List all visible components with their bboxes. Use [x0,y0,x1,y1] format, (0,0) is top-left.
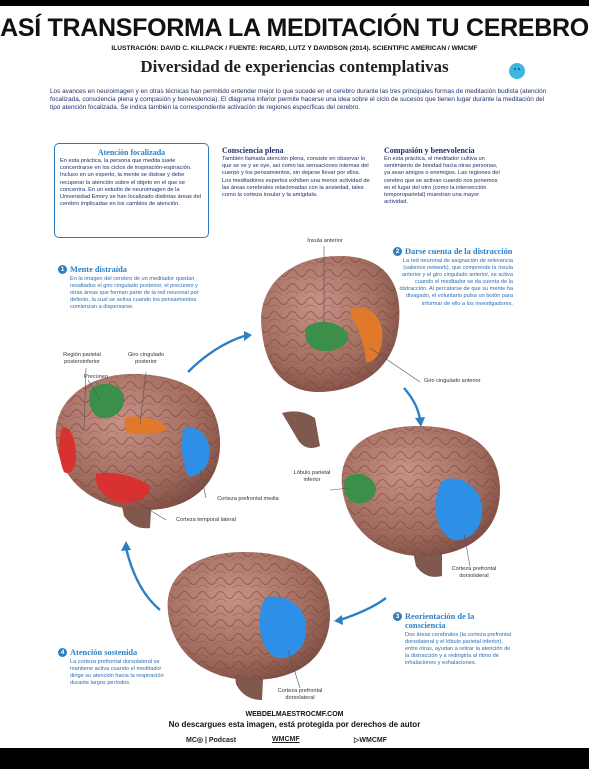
intro-text: Los avances en neuroimagen y en otras té… [50,88,547,112]
column-mindfulness: Consciencia plena También llamada atenci… [222,146,370,199]
step-title: Mente distraída [70,265,127,274]
column-title: Consciencia plena [222,146,284,155]
leader-lines [83,246,471,689]
brain-step-3 [341,426,500,577]
column-text: También llamada atención plena, consiste… [222,156,370,199]
label-parietal-region: Región parietal posteroinferior [63,352,101,365]
brain-step-1 [55,373,221,529]
active-region-parietal [59,427,76,474]
label-precuneus: Precúneo [84,374,108,380]
active-region-insula [305,321,349,352]
label-inferior-parietal: Lóbulo parietal inferior [293,470,331,483]
step-number-badge: 1 [58,265,67,274]
step-number-badge: 4 [58,648,67,657]
label-dorsolateral-step4: Corteza prefrontal dorsolateral [277,688,323,701]
label-anterior-insula: Ínsula anterior [307,238,343,244]
logo-mc-podcast: MC◎ | Podcast [186,737,237,744]
brain-step-4 [167,552,330,700]
label-dorsolateral-step3: Corteza prefrontal dorsolateral [451,566,497,579]
active-region-inferior-parietal [344,473,376,504]
website-label: WEBDELMAESTROCMF.COM [245,711,344,718]
step-title: Atención sostenida [70,648,138,657]
step-text: Dos áreas cerebrales (la corteza prefron… [405,632,512,667]
label-posterior-cingulate: Giro cingulado posterior [127,352,165,365]
step-number-badge: 2 [393,247,402,256]
step-title: Darse cuenta de la distracción [405,247,513,256]
arrow-1-to-2 [187,334,245,373]
column-title: Atención focalizada [97,148,166,157]
main-title: ASÍ TRANSFORMA LA MEDITACIÓN TU CEREBRO [0,14,589,42]
step-number-badge: 3 [393,612,402,621]
label-medial-prefrontal: Corteza prefrontal media [217,496,279,502]
logo-wmcmf: WMCMF [272,736,300,743]
column-title: Compasión y benevolencia [384,146,475,155]
credit-line: ILUSTRACIÓN: DAVID C. KILLPACK / FUENTE:… [111,45,478,52]
active-region-medial-prefrontal [181,427,210,477]
brain-step-2 [261,256,400,448]
smiley-icon [509,63,525,79]
column-compassion: Compasión y benevolencia En esta práctic… [384,146,504,206]
logo-wmcmf-play: ▷WMCMF [354,737,387,744]
active-region-precuneus [89,383,125,419]
column-text: En esta práctica, el meditador cultiva u… [384,156,500,206]
cycle-arrows [124,334,422,622]
active-region-cingulate [350,307,383,363]
arrow-2-to-3 [403,387,422,421]
copyright-warning: No descargues esta imagen, está protegid… [168,720,421,729]
column-focused-attention: Atención focalizada En esta práctica, la… [60,148,203,208]
step-text: La corteza prefrontal dorsolateral se ma… [70,659,164,687]
step-text: La red neuronal de asignación de relevan… [399,258,514,307]
label-lateral-temporal: Corteza temporal lateral [176,517,236,523]
active-region-dorsolateral-sustained [259,596,307,659]
label-anterior-cingulate: Giro cingulado anterior [424,378,481,384]
top-black-bar [0,0,589,6]
subtitle: Diversidad de experiencias contemplativa… [140,57,449,76]
active-region-posterior-cingulate [124,416,168,435]
step-text: En la imagen del cerebro de un meditador… [70,276,199,311]
arrow-3-to-4 [339,597,387,622]
step-title: Reorientación de la consciencia [405,612,475,630]
focused-attention-box [54,143,209,238]
active-region-dorsolateral [435,478,483,541]
column-text: En esta práctica, la persona que medita … [60,158,201,208]
arrow-heads [121,331,425,625]
active-region-temporal [95,472,150,504]
arrow-4-to-1 [124,547,161,611]
bottom-black-bar [0,748,589,769]
